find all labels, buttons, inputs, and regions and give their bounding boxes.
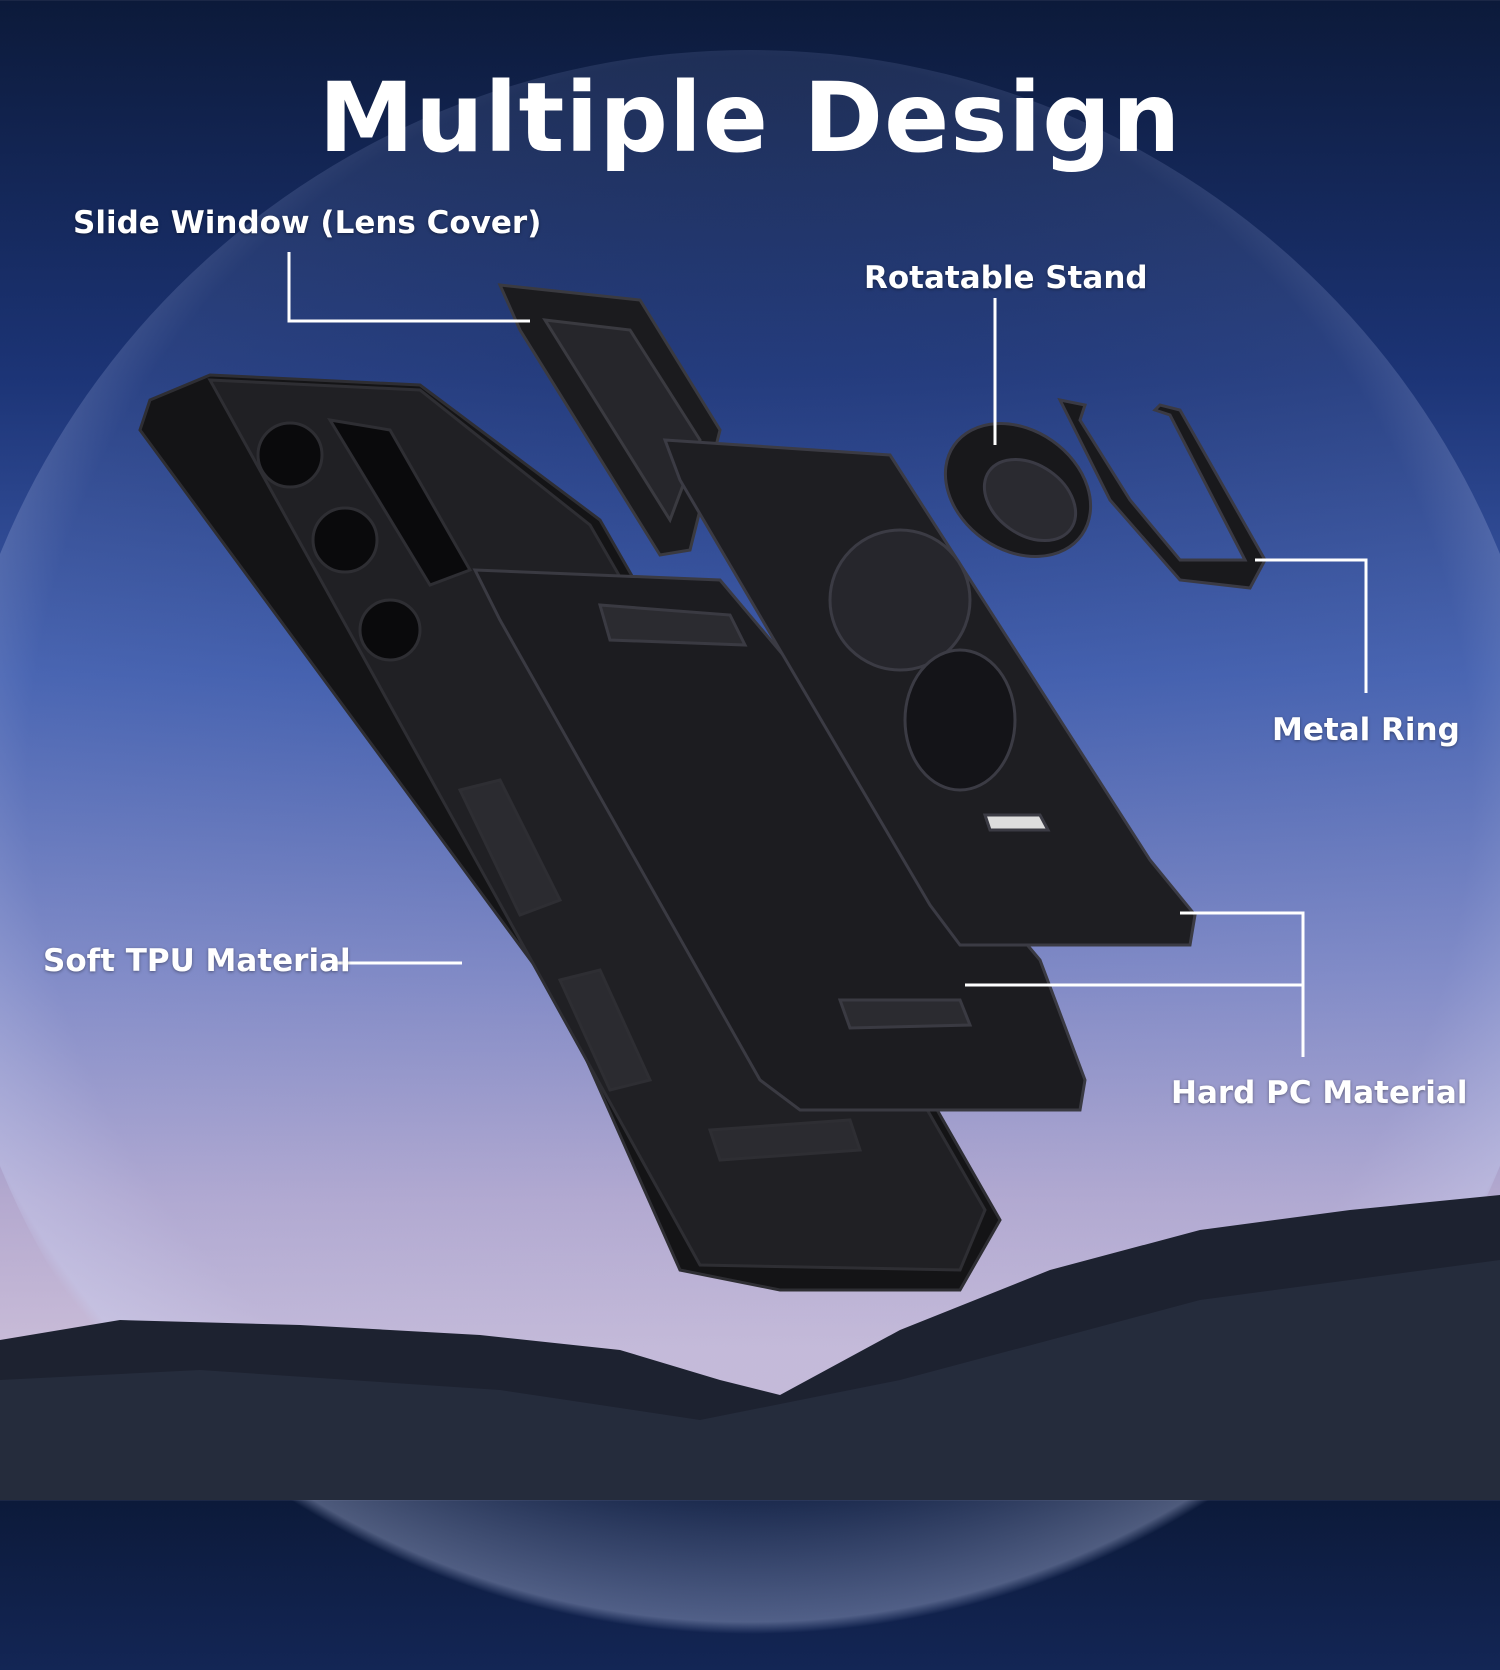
label-hard-pc: Hard PC Material — [1171, 1075, 1468, 1111]
leader-lines — [287, 252, 1368, 1057]
label-soft-tpu: Soft TPU Material — [43, 943, 351, 979]
metal-ring-part — [1057, 397, 1267, 590]
product-illustration — [0, 252, 1500, 1500]
label-slide-window: Slide Window (Lens Cover) — [73, 205, 542, 241]
rotatable-disc — [943, 422, 1093, 558]
label-rotatable-stand: Rotatable Stand — [864, 260, 1148, 296]
rotatable-stand-plate — [662, 438, 1197, 947]
slide-window-part — [497, 283, 722, 557]
label-metal-ring: Metal Ring — [1272, 712, 1460, 748]
page-title: Multiple Design — [318, 62, 1182, 174]
